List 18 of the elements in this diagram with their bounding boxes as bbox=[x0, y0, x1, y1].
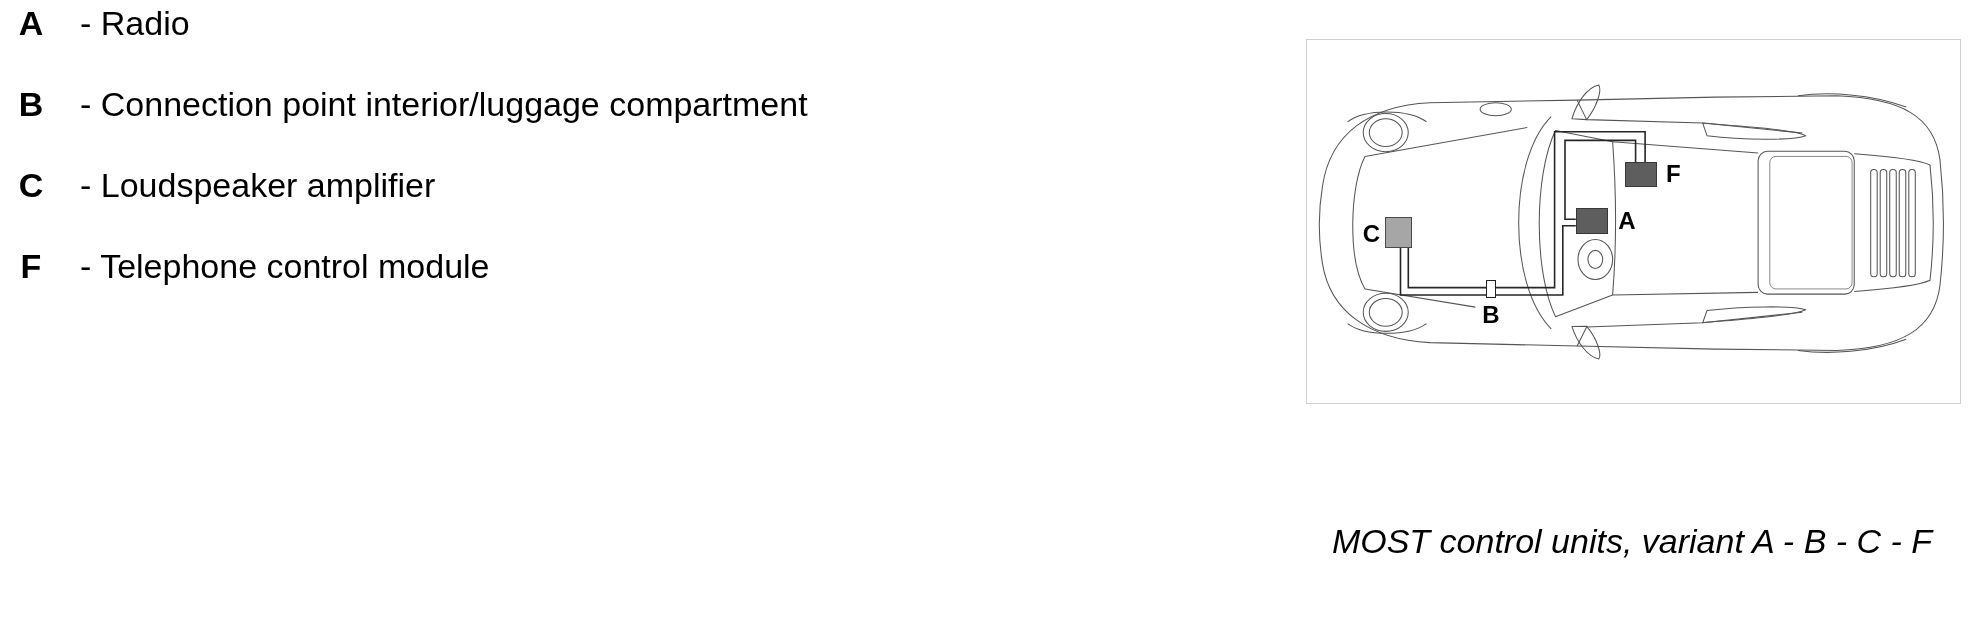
wire bbox=[1564, 139, 1637, 220]
key-description: - Radio bbox=[80, 3, 190, 43]
wire bbox=[1399, 247, 1487, 296]
key-letter: A bbox=[18, 3, 44, 43]
callout-letter: C bbox=[1362, 221, 1381, 246]
key-description: - Telephone control module bbox=[80, 246, 490, 286]
callout-letter: B bbox=[1482, 302, 1500, 327]
wire bbox=[1494, 131, 1646, 289]
key-letter: B bbox=[18, 84, 44, 124]
caption: MOST control units, variant A - B - C - F bbox=[1330, 521, 1935, 562]
wire bbox=[1494, 224, 1577, 296]
callout-letter: F bbox=[1665, 162, 1681, 187]
key-description: - Loudspeaker amplifier bbox=[80, 165, 436, 205]
callout-letter: A bbox=[1618, 208, 1636, 233]
key-letter: F bbox=[20, 246, 42, 286]
key-letter: C bbox=[18, 165, 44, 205]
key-description: - Connection point interior/luggage compartment bbox=[80, 84, 808, 124]
wire bbox=[1407, 247, 1487, 289]
